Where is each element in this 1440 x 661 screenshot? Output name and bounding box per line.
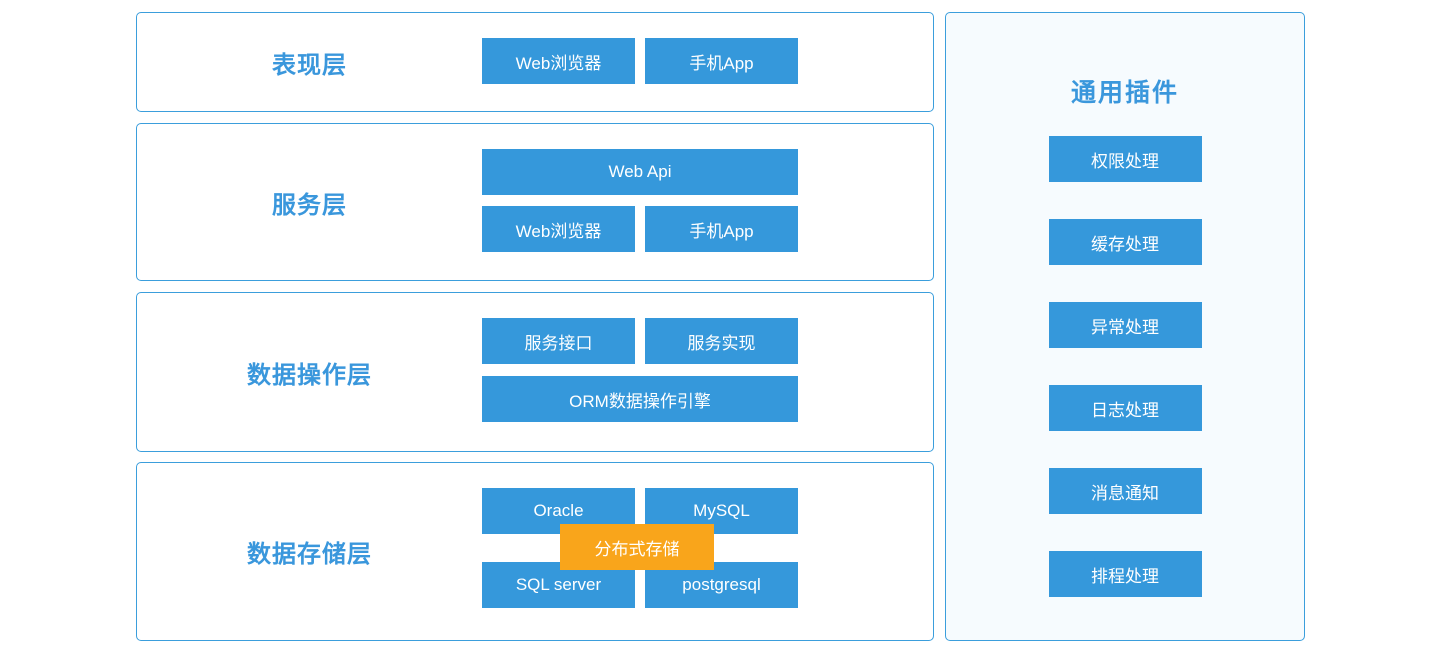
- service-implementation-button[interactable]: 服务实现: [645, 318, 798, 364]
- log-handling-button[interactable]: 日志处理: [1048, 385, 1202, 431]
- web-browser-button[interactable]: Web浏览器: [482, 38, 635, 84]
- sql-server-button[interactable]: SQL server: [482, 562, 635, 608]
- web-browser-button[interactable]: Web浏览器: [482, 206, 635, 252]
- exception-handling-button[interactable]: 异常处理: [1048, 302, 1202, 348]
- permission-handling-button[interactable]: 权限处理: [1048, 136, 1202, 182]
- plugins-panel: 通用插件 权限处理缓存处理异常处理日志处理消息通知排程处理: [945, 12, 1305, 641]
- schedule-handling-button[interactable]: 排程处理: [1048, 551, 1202, 597]
- orm-data-engine-button[interactable]: ORM数据操作引擎: [482, 376, 798, 422]
- layer-label: 服务层: [272, 191, 347, 219]
- web-api-button[interactable]: Web Api: [482, 149, 798, 195]
- layer-label: 数据存储层: [247, 541, 372, 568]
- service-interface-button[interactable]: 服务接口: [482, 318, 635, 364]
- block-row: ORM数据操作引擎: [482, 376, 798, 422]
- plugin-list: 权限处理缓存处理异常处理日志处理消息通知排程处理: [946, 136, 1304, 597]
- block-row: 服务接口服务实现: [482, 318, 798, 364]
- mobile-app-button[interactable]: 手机App: [645, 38, 798, 84]
- layer-data-operation: 数据操作层 服务接口服务实现 ORM数据操作引擎: [136, 292, 934, 452]
- oracle-button[interactable]: Oracle: [482, 488, 635, 534]
- layer-label: 数据操作层: [247, 361, 372, 389]
- message-notification-button[interactable]: 消息通知: [1048, 468, 1202, 514]
- layer-presentation: 表现层 Web浏览器手机App: [136, 12, 934, 112]
- block-row: Web浏览器手机App: [482, 38, 798, 84]
- block-row: Web浏览器手机App: [482, 206, 798, 252]
- mobile-app-button[interactable]: 手机App: [645, 206, 798, 252]
- plugins-panel-title: 通用插件: [1070, 79, 1179, 107]
- distributed-storage-button[interactable]: 分布式存储: [560, 524, 714, 570]
- postgresql-button[interactable]: postgresql: [645, 562, 798, 608]
- layer-blocks: Web浏览器手机App: [482, 38, 798, 84]
- cache-handling-button[interactable]: 缓存处理: [1048, 219, 1202, 265]
- layer-blocks: 服务接口服务实现 ORM数据操作引擎: [482, 318, 798, 422]
- block-row: Web Api: [482, 149, 798, 195]
- layer-label: 表现层: [272, 51, 347, 79]
